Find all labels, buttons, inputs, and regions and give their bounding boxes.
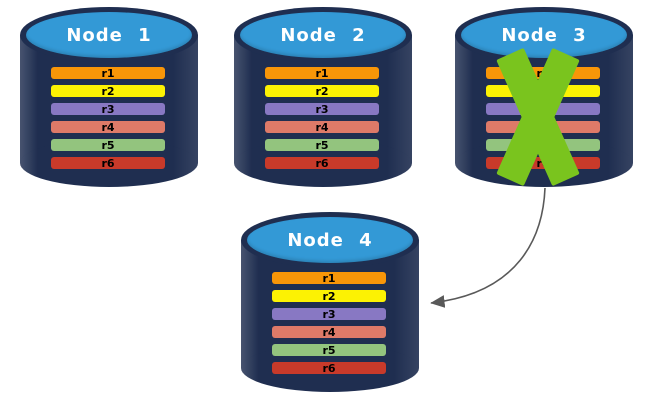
replica-row-r6: r6 <box>51 157 165 170</box>
replica-row-r1: r1 <box>486 67 600 80</box>
replica-row-r4: r4 <box>51 121 165 134</box>
replica-row-r2: r2 <box>51 85 165 98</box>
replica-row-r4: r4 <box>265 121 379 134</box>
replica-row-r3: r3 <box>486 103 600 116</box>
replica-row-r3: r3 <box>265 103 379 116</box>
replica-rows: r1 r2 r3 r4 r5 r6 <box>265 67 379 175</box>
replica-row-r3: r3 <box>272 308 386 321</box>
replica-row-r6: r6 <box>486 157 600 170</box>
replica-row-r4: r4 <box>486 121 600 134</box>
replica-row-r2: r2 <box>265 85 379 98</box>
node-title: Node 1 <box>66 24 152 46</box>
replica-row-r3: r3 <box>51 103 165 116</box>
cylinder-cap <box>240 12 406 58</box>
replica-row-r1: r1 <box>265 67 379 80</box>
node-3-cylinder: Node 3 r1 r2 r3 r4 r5 r6 <box>455 7 633 187</box>
replica-row-r1: r1 <box>272 272 386 285</box>
replica-row-r6: r6 <box>272 362 386 375</box>
node-4-cylinder: Node 4 r1 r2 r3 r4 r5 r6 <box>241 212 419 392</box>
replica-row-r5: r5 <box>272 344 386 357</box>
arrow-curve <box>430 187 546 308</box>
node-title: Node 2 <box>280 24 366 46</box>
replica-rows: r1 r2 r3 r4 r5 r6 <box>272 272 386 380</box>
replica-row-r5: r5 <box>51 139 165 152</box>
replica-rows: r1 r2 r3 r4 r5 r6 <box>486 67 600 175</box>
replica-row-r6: r6 <box>265 157 379 170</box>
node-1-cylinder: Node 1 r1 r2 r3 r4 r5 r6 <box>20 7 198 187</box>
node-title: Node 3 <box>501 24 587 46</box>
replica-row-r5: r5 <box>486 139 600 152</box>
replica-row-r4: r4 <box>272 326 386 339</box>
replica-row-r5: r5 <box>265 139 379 152</box>
replica-row-r2: r2 <box>486 85 600 98</box>
replica-row-r2: r2 <box>272 290 386 303</box>
replica-row-r1: r1 <box>51 67 165 80</box>
replica-rows: r1 r2 r3 r4 r5 r6 <box>51 67 165 175</box>
node-title: Node 4 <box>287 229 373 251</box>
cylinder-cap <box>26 12 192 58</box>
cylinder-cap <box>247 217 413 263</box>
node-2-cylinder: Node 2 r1 r2 r3 r4 r5 r6 <box>234 7 412 187</box>
